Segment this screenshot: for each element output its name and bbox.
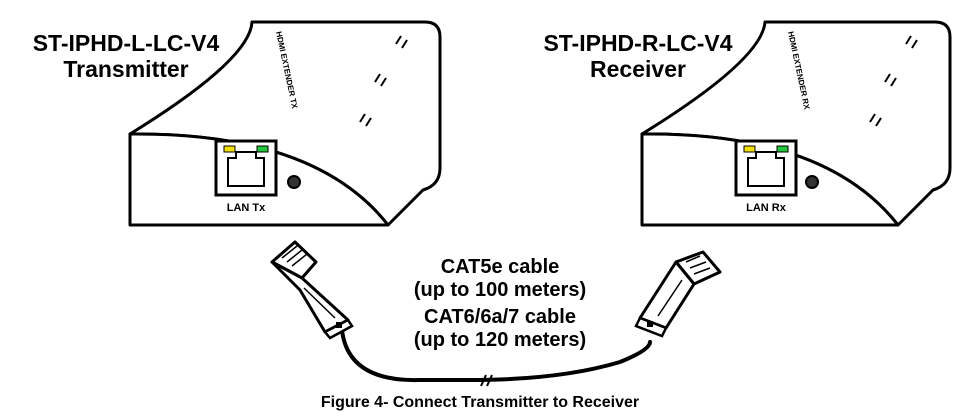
cable-spec: CAT5e cable (up to 100 meters) CAT6/6a/7… bbox=[380, 256, 620, 352]
transmitter-grip-marks bbox=[359, 35, 408, 127]
transmitter-unit bbox=[128, 20, 442, 227]
receiver-model: ST-IPHD-R-LC-V4 bbox=[543, 30, 733, 56]
transmitter-link-led bbox=[256, 145, 269, 153]
receiver-reset-button bbox=[805, 175, 819, 189]
receiver-role: Receiver bbox=[590, 56, 686, 82]
right-rj45-plug bbox=[634, 250, 722, 338]
transmitter-title: ST-IPHD-L-LC-V4 Transmitter bbox=[6, 30, 246, 82]
transmitter-role: Transmitter bbox=[63, 56, 189, 82]
cable-range-2: (up to 120 meters) bbox=[413, 329, 587, 351]
cable-wire bbox=[340, 328, 652, 383]
figure-caption: Figure 4- Connect Transmitter to Receive… bbox=[320, 394, 640, 411]
receiver-port-label: LAN Rx bbox=[746, 202, 787, 214]
transmitter-reset-button bbox=[287, 175, 301, 189]
transmitter-model: ST-IPHD-L-LC-V4 bbox=[32, 30, 220, 56]
network-cable bbox=[270, 240, 722, 387]
receiver-activity-led bbox=[743, 145, 756, 153]
receiver-unit bbox=[640, 20, 952, 227]
transmitter-port-label: LAN Tx bbox=[227, 202, 266, 214]
receiver-title: ST-IPHD-R-LC-V4 Receiver bbox=[518, 30, 758, 82]
receiver-grip-marks bbox=[869, 35, 918, 127]
receiver-link-led bbox=[776, 145, 789, 153]
cable-break-mark bbox=[480, 374, 493, 387]
transmitter-activity-led bbox=[223, 145, 236, 153]
left-rj45-plug bbox=[270, 240, 354, 340]
cable-range-1: (up to 100 meters) bbox=[413, 279, 587, 301]
cable-type-2: CAT6/6a/7 cable bbox=[424, 306, 576, 328]
cable-type-1: CAT5e cable bbox=[440, 256, 560, 278]
